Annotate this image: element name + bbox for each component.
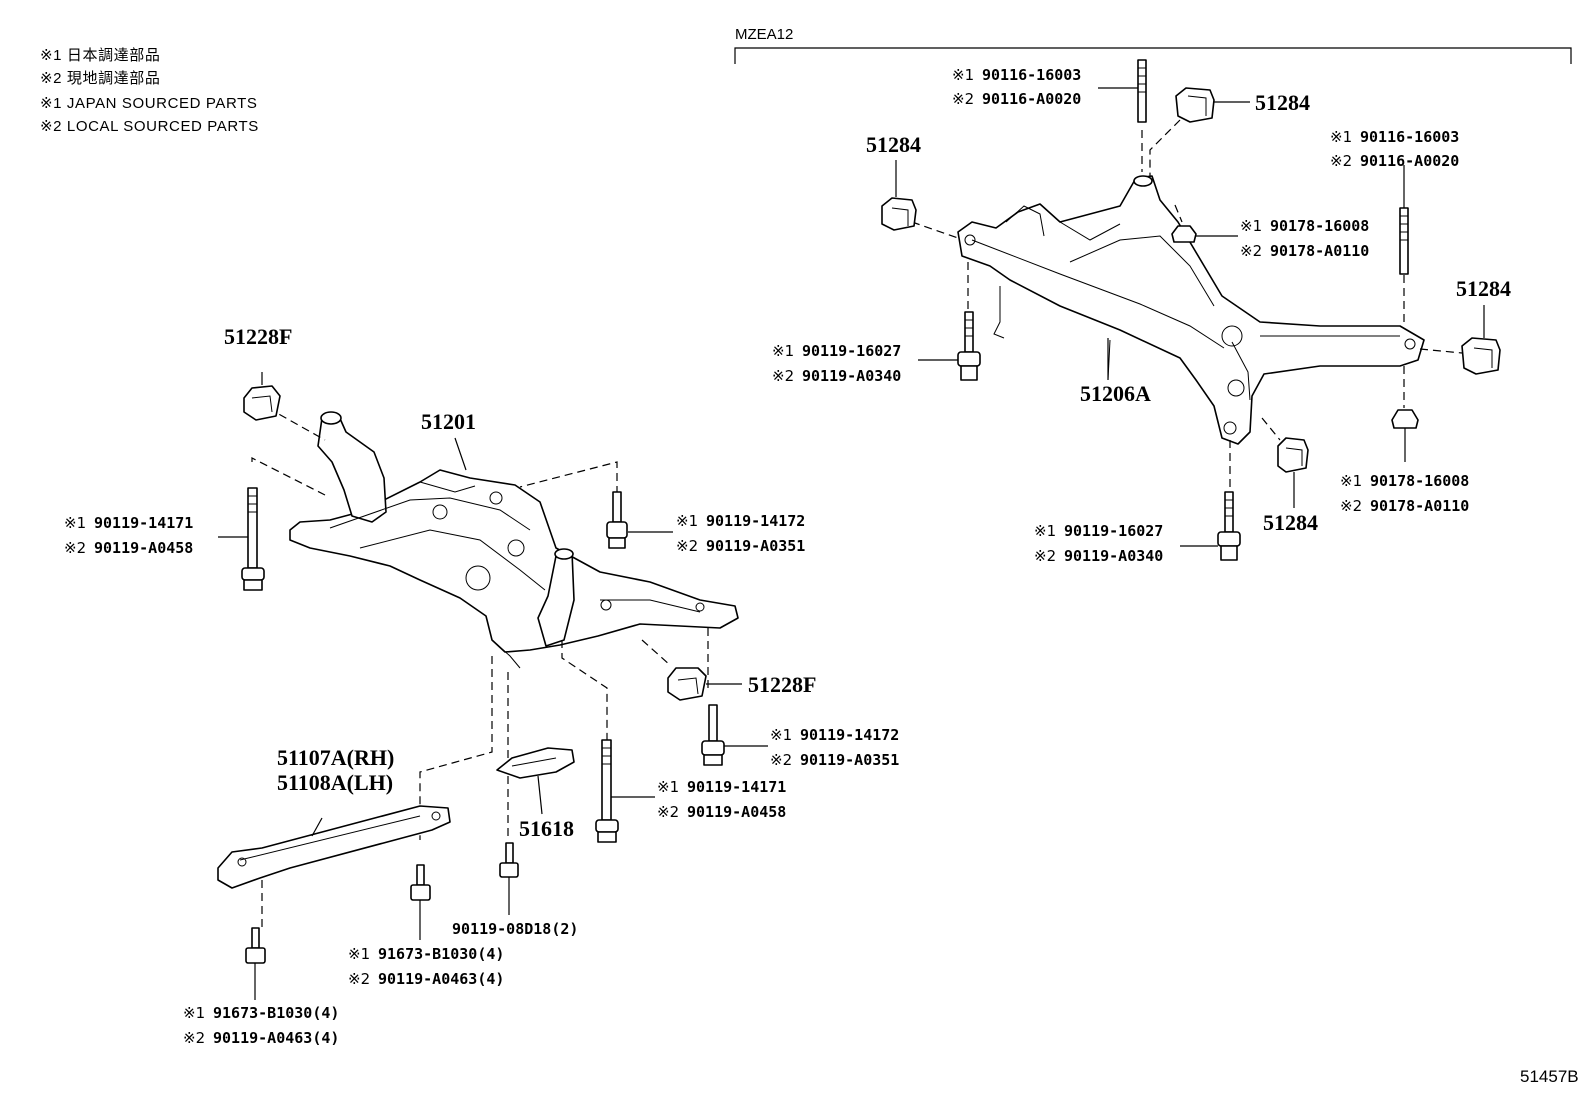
partno1-front-right-top: 90119-14172 xyxy=(706,512,805,530)
mark2-rear-stud-top: ※2 xyxy=(952,90,974,108)
label-51284-top: 51284 xyxy=(1255,90,1310,115)
partno2-rear-stud-top: 90116-A0020 xyxy=(982,90,1081,108)
label-51284-left: 51284 xyxy=(866,132,921,157)
mark2-front-center: ※2 xyxy=(657,803,679,821)
label-51284-right: 51284 xyxy=(1456,276,1511,301)
washer-rear-top xyxy=(1171,225,1197,243)
mark1-front-right-top: ※1 xyxy=(676,512,698,530)
partno1-brace-low: 91673-B1030(4) xyxy=(213,1004,339,1022)
partno1-rear-bolt-left: 90119-16027 xyxy=(802,342,901,360)
partno2-rear-bolt-bottom: 90119-A0340 xyxy=(1064,547,1163,565)
partno2-brace-low: 90119-A0463(4) xyxy=(213,1029,339,1047)
mark2-rear-washer-bottom: ※2 xyxy=(1340,497,1362,515)
partno1-rear-stud-top: 90116-16003 xyxy=(982,66,1081,84)
mark1-rear-washer-top: ※1 xyxy=(1240,217,1262,235)
partno1-rear-stud-right: 90116-16003 xyxy=(1360,128,1459,146)
mark2-front-left: ※2 xyxy=(64,539,86,557)
mark1-front-left: ※1 xyxy=(64,514,86,532)
partno2-brace-mid: 90119-A0463(4) xyxy=(378,970,504,988)
partno1-brace-mid: 91673-B1030(4) xyxy=(378,945,504,963)
bolt-front-right-mid xyxy=(701,704,725,766)
partno1-rear-washer-top: 90178-16008 xyxy=(1270,217,1369,235)
label-51107a: 51107A(RH) xyxy=(277,745,394,770)
mark2-brace-mid: ※2 xyxy=(348,970,370,988)
bushing-51284-right xyxy=(1461,337,1501,375)
partno1-rear-washer-bottom: 90178-16008 xyxy=(1370,472,1469,490)
mark1-brace-low: ※1 xyxy=(183,1004,205,1022)
mark2-rear-bolt-left: ※2 xyxy=(772,367,794,385)
mark2-rear-stud-right: ※2 xyxy=(1330,152,1352,170)
mark1-rear-stud-right: ※1 xyxy=(1330,128,1352,146)
note-japan-sourced-jp: ※1 日本調達部品 xyxy=(40,47,161,64)
label-51228f-bottom: 51228F xyxy=(748,672,816,697)
label-51618: 51618 xyxy=(519,816,574,841)
partno2-rear-washer-top: 90178-A0110 xyxy=(1270,242,1369,260)
clip-51228f-top xyxy=(243,385,281,421)
rear-crossmember-drawing xyxy=(957,175,1425,445)
front-crossmember-drawing xyxy=(289,411,739,669)
bolt-front-left xyxy=(241,487,265,591)
partno1-rear-bolt-bottom: 90119-16027 xyxy=(1064,522,1163,540)
note-local-sourced-jp: ※2 現地調達部品 xyxy=(40,70,161,87)
bolt-rear-left xyxy=(957,311,981,381)
mark1-front-right-mid: ※1 xyxy=(770,726,792,744)
mark2-brace-low: ※2 xyxy=(183,1029,205,1047)
label-51228f-top: 51228F xyxy=(224,324,292,349)
plate-51618 xyxy=(496,747,575,779)
mark1-rear-bolt-bottom: ※1 xyxy=(1034,522,1056,540)
bolt-rear-bottom xyxy=(1217,491,1241,561)
bushing-51284-left xyxy=(881,197,917,231)
figure-id: 51457B xyxy=(1520,1067,1579,1086)
label-51284-bottom: 51284 xyxy=(1263,510,1318,535)
bolt-brace-mid xyxy=(410,864,431,901)
mark2-rear-washer-top: ※2 xyxy=(1240,242,1262,260)
mark1-rear-washer-bottom: ※1 xyxy=(1340,472,1362,490)
bushing-51284-bottom xyxy=(1277,437,1309,473)
mark2-front-right-top: ※2 xyxy=(676,537,698,555)
partno1-front-right-mid: 90119-14172 xyxy=(800,726,899,744)
partno2-rear-stud-right: 90116-A0020 xyxy=(1360,152,1459,170)
note-local-sourced-en: ※2 LOCAL SOURCED PARTS xyxy=(40,118,259,135)
bolt-front-center xyxy=(595,739,619,843)
label-51206a: 51206A xyxy=(1080,381,1151,406)
model-bracket xyxy=(734,47,1572,64)
washer-rear-bottom xyxy=(1391,409,1419,429)
mark2-rear-bolt-bottom: ※2 xyxy=(1034,547,1056,565)
model-code: MZEA12 xyxy=(735,26,793,43)
label-51108a: 51108A(LH) xyxy=(277,770,393,795)
bolt-front-right-top xyxy=(606,491,628,549)
partno2-front-center: 90119-A0458 xyxy=(687,803,786,821)
brace-51107a-51108a xyxy=(217,805,451,889)
bolt-small-08d18 xyxy=(499,842,519,878)
stud-rear-right xyxy=(1399,207,1409,275)
partno2-front-left: 90119-A0458 xyxy=(94,539,193,557)
bolt-brace-low xyxy=(245,927,266,964)
stud-rear-top xyxy=(1137,59,1147,123)
partno1-front-center: 90119-14171 xyxy=(687,778,786,796)
partno2-front-right-top: 90119-A0351 xyxy=(706,537,805,555)
bushing-51284-top xyxy=(1175,87,1215,123)
mark1-front-center: ※1 xyxy=(657,778,679,796)
mark1-rear-bolt-left: ※1 xyxy=(772,342,794,360)
mark2-front-right-mid: ※2 xyxy=(770,751,792,769)
note-japan-sourced-en: ※1 JAPAN SOURCED PARTS xyxy=(40,95,258,112)
partno2-rear-bolt-left: 90119-A0340 xyxy=(802,367,901,385)
clip-51228f-bottom xyxy=(667,667,707,701)
mark1-rear-stud-top: ※1 xyxy=(952,66,974,84)
partno2-rear-washer-bottom: 90178-A0110 xyxy=(1370,497,1469,515)
mark1-brace-mid: ※1 xyxy=(348,945,370,963)
label-51201: 51201 xyxy=(421,409,476,434)
partno-small-08d18: 90119-08D18(2) xyxy=(452,920,578,938)
partno1-front-left: 90119-14171 xyxy=(94,514,193,532)
partno2-front-right-mid: 90119-A0351 xyxy=(800,751,899,769)
